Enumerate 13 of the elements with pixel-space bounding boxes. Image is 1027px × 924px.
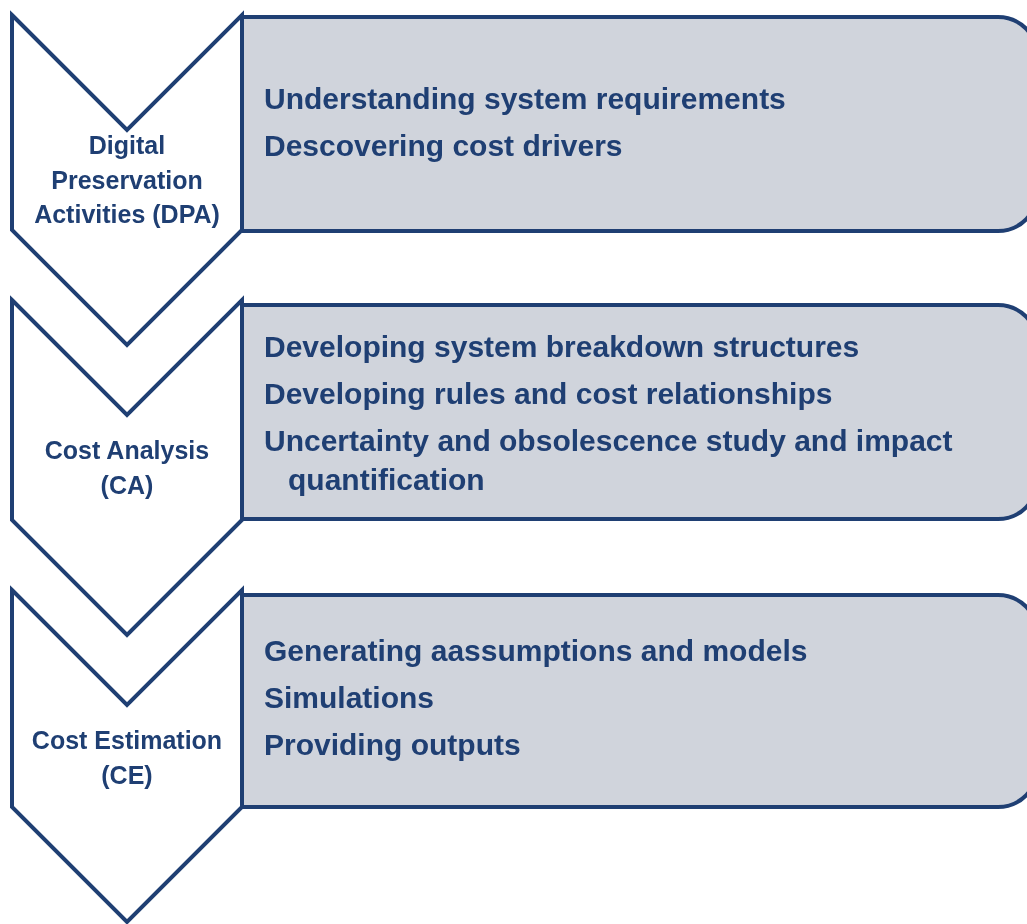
activity-item: Providing outputs	[264, 727, 522, 763]
stage-label: Digital Preservation Activities (DPA)	[33, 130, 221, 230]
activity-item: Understanding system requirements	[264, 81, 787, 117]
activity-item: Uncertainty and obsolescence study and impact quantification	[264, 423, 954, 498]
activity-item: Generating aassumptions and models	[264, 633, 809, 669]
activity-item: Developing system breakdown structures	[264, 329, 861, 365]
stage-label: Cost Estimation (CE)	[30, 725, 224, 791]
activity-item: Descovering cost drivers	[264, 128, 624, 164]
activity-panel	[240, 15, 1027, 233]
activity-panel	[240, 593, 1027, 809]
activity-item: Developing rules and cost relationships	[264, 376, 834, 412]
activity-item: Simulations	[264, 680, 436, 716]
stage-label: Cost Analysis (CA)	[43, 435, 211, 501]
